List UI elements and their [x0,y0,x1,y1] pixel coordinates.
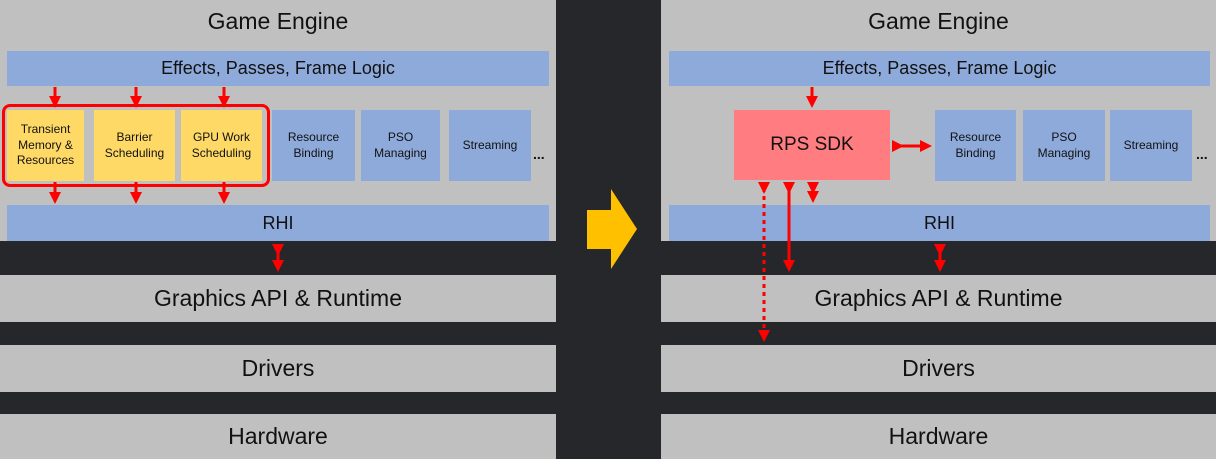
module-barrier-scheduling: Barrier Scheduling [94,110,175,181]
left-module-resource-binding: Resource Binding [272,110,355,181]
rps-sdk-box: RPS SDK [734,110,890,180]
right-ellipsis: ... [1196,146,1208,162]
right-graphics-api-layer: Graphics API & Runtime [661,275,1216,322]
transition-arrow-icon [587,189,637,269]
right-frame-logic-bar: Effects, Passes, Frame Logic [669,51,1210,86]
left-module-pso-managing: PSO Managing [361,110,440,181]
right-drivers-layer: Drivers [661,345,1216,392]
left-frame-logic-bar: Effects, Passes, Frame Logic [7,51,549,86]
left-hardware-layer: Hardware [0,414,556,459]
left-graphics-api-layer: Graphics API & Runtime [0,275,556,322]
left-engine-title: Game Engine [207,7,349,34]
right-rhi-bar: RHI [669,205,1210,241]
right-module-resource-binding: Resource Binding [935,110,1016,181]
right-hardware-layer: Hardware [661,414,1216,459]
module-transient-memory: Transient Memory & Resources [7,110,84,181]
left-module-streaming: Streaming [449,110,531,181]
left-drivers-layer: Drivers [0,345,556,392]
module-gpu-work-scheduling: GPU Work Scheduling [181,110,262,181]
left-rhi-bar: RHI [7,205,549,241]
right-module-streaming: Streaming [1110,110,1192,181]
right-engine-title: Game Engine [868,7,1009,34]
left-ellipsis: ... [533,146,545,162]
right-module-pso-managing: PSO Managing [1023,110,1105,181]
